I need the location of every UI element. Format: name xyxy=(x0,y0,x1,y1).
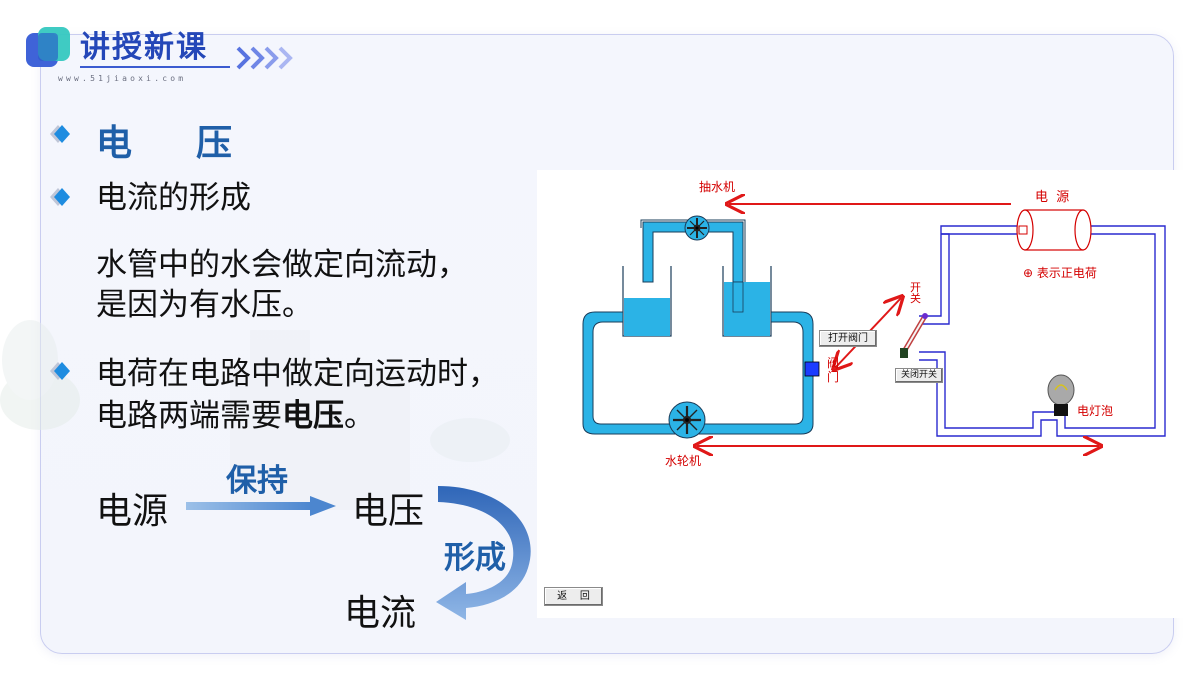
chevrons-icon xyxy=(236,46,293,70)
form-label: 形成 xyxy=(444,540,506,576)
turbine-fan-icon xyxy=(673,406,701,434)
section-title: 讲授新课 xyxy=(80,30,208,65)
flow-voltage: 电压 xyxy=(352,491,425,532)
open-valve-button[interactable]: 打开阀门 xyxy=(819,330,877,347)
electric-wire-loop xyxy=(919,225,1166,437)
voltage-emphasis: 电压 xyxy=(282,398,344,434)
bulb-label: 电灯泡 xyxy=(1077,404,1114,418)
site-url: www.51jiaoxi.com xyxy=(58,74,187,83)
form-curved-arrow xyxy=(436,486,531,620)
diagram-drawing xyxy=(582,170,1166,618)
flow-current: 电流 xyxy=(344,593,417,634)
water-text-line1: 水管中的水会做定向流动， xyxy=(96,247,468,283)
pump-label: 抽水机 xyxy=(699,180,736,194)
pump-fan-icon xyxy=(687,218,707,238)
valve-label: 阀 门 xyxy=(827,356,840,384)
power-source-label: 电 源 xyxy=(1035,190,1070,205)
title-underline xyxy=(80,66,230,68)
keep-arrow xyxy=(186,496,336,516)
water-text-line2: 是因为有水压。 xyxy=(96,287,313,323)
switch-icon xyxy=(900,313,928,358)
switch-label: 开 关 xyxy=(910,281,921,305)
valve-handle xyxy=(804,361,820,377)
back-button[interactable]: 返 回 xyxy=(544,587,603,606)
close-switch-button[interactable]: 关闭开关 xyxy=(895,368,943,383)
charge-text-line2: 电路两端需要电压。 xyxy=(96,398,375,434)
turbine-label: 水轮机 xyxy=(665,454,702,468)
power-source-icon xyxy=(1016,209,1092,251)
bullet-current-formation: 电流的形成 xyxy=(96,180,251,216)
diamond-bullet-icon xyxy=(50,125,70,143)
logo-icon xyxy=(26,27,70,67)
flow-power-source: 电源 xyxy=(96,491,169,532)
diamond-bullet-icon xyxy=(50,188,70,206)
keep-label: 保持 xyxy=(226,463,288,499)
charge-text-line1: 电荷在电路中做定向运动时， xyxy=(96,356,499,392)
diamond-bullet-icon xyxy=(50,362,70,380)
water-circuit-analogy-diagram: 抽水机 电 源 ⊕ 表示正电荷 开 关 阀 门 电灯泡 水轮机 打开阀门 关闭开… xyxy=(537,170,1200,618)
heading-voltage: 电压 xyxy=(96,123,235,164)
positive-charge-legend: ⊕ 表示正电荷 xyxy=(1023,266,1097,280)
light-bulb-icon xyxy=(1047,374,1075,416)
